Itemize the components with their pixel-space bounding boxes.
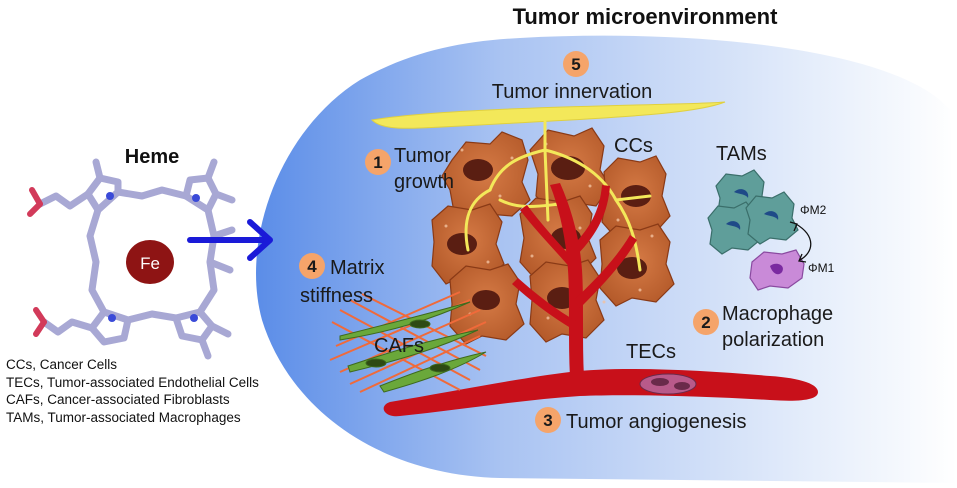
blood-vessel [383, 183, 818, 417]
tumor-innervation-label: Tumor innervation [492, 81, 652, 103]
svg-text:2: 2 [701, 313, 710, 332]
svg-text:3: 3 [543, 411, 552, 430]
heme-nitrogens [106, 192, 200, 322]
nerve [370, 101, 726, 129]
factor-1: 1 Tumor growth [365, 145, 454, 193]
svg-text:5: 5 [571, 55, 580, 74]
m2-label: ΦM2 [800, 203, 827, 217]
tumor-growth-label-line2: growth [394, 171, 454, 193]
factor-5: 5 Tumor innervation [492, 51, 652, 103]
endothelial-cells [639, 373, 697, 395]
svg-text:1: 1 [373, 153, 382, 172]
fe-atom [126, 240, 174, 284]
matrix-stiffness-line2: stiffness [300, 285, 373, 307]
cafs-label: CAFs [374, 335, 424, 357]
tumor-nuclei [447, 156, 651, 310]
legend-item: TECs, Tumor-associated Endothelial Cells [6, 374, 259, 390]
diagram-title: Tumor microenvironment [513, 4, 779, 29]
m1-label: ΦM1 [808, 261, 835, 275]
nerve-branches [464, 120, 652, 272]
factor-2: 2 Macrophage polarization [693, 303, 833, 351]
badge-3 [535, 407, 561, 433]
legend-item: CCs, Cancer Cells [6, 357, 118, 372]
fe-label: Fe [140, 254, 160, 273]
legend-item: TAMs, Tumor-associated Macrophages [6, 409, 241, 425]
abbreviation-legend: CCs, Cancer Cells TECs, Tumor-associated… [6, 356, 336, 426]
macrophage-polarization-line1: Macrophage [722, 303, 833, 325]
badge-1 [365, 149, 391, 175]
matrix-stiffness-line1: Matrix [330, 257, 384, 279]
badge-2 [693, 309, 719, 335]
badge-5 [563, 51, 589, 77]
heme-label: Heme [125, 146, 179, 168]
fibroblasts [339, 301, 487, 393]
svg-text:4: 4 [307, 257, 317, 276]
macrophage-m2-nuclei [726, 189, 779, 230]
tams-label: TAMs [716, 143, 767, 165]
factor-3: 3 Tumor angiogenesis [535, 407, 746, 433]
macrophage-m1 [749, 249, 805, 291]
legend-item: CAFs, Cancer-associated Fibroblasts [6, 392, 230, 407]
macrophage-polarization-line2: polarization [722, 329, 824, 351]
macrophages-m2 [707, 169, 799, 255]
polarization-arrow [789, 221, 812, 263]
tumor-angiogenesis-label: Tumor angiogenesis [566, 411, 746, 433]
tumor-growth-label-line1: Tumor [394, 145, 451, 167]
tecs-label: TECs [626, 341, 676, 363]
factor-4: 4 Matrix stiffness [299, 253, 384, 307]
heme-carboxyl-groups [27, 187, 47, 337]
ccs-label: CCs [614, 135, 653, 157]
heme-molecule [36, 158, 236, 360]
badge-4 [299, 253, 325, 279]
heme-to-tme-arrow [187, 219, 273, 261]
